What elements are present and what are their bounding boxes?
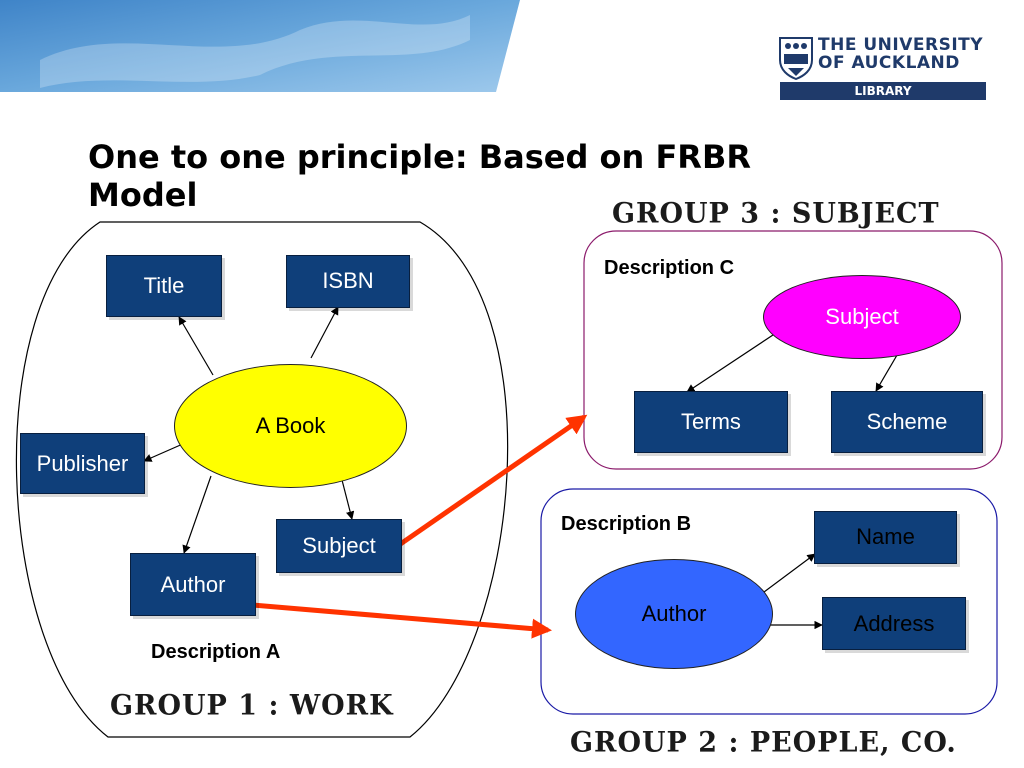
subject-node-c: Subject [763,275,961,359]
logo-line-3: LIBRARY [780,82,986,100]
description-b-label: Description B [561,513,692,535]
university-logo: THE UNIVERSITY OF AUCKLAND LIBRARY [778,36,988,102]
isbn-node: ISBN [286,255,410,308]
edge-subject-scheme [875,349,901,392]
slide-title: One to one principle: Based on FRBR Mode… [88,138,751,214]
edge-book-subject [341,479,355,520]
edge-book-author [182,475,212,554]
edge-author-name [755,553,816,599]
author-node-b: Author [575,559,773,669]
book-node: A Book [174,364,407,488]
terms-node: Terms [634,391,788,453]
group-3-container [583,230,1003,470]
crest-icon [779,37,813,80]
group-2-label: GROUP 2 : PEOPLE, CO. [570,726,957,759]
group-1-label: GROUP 1 : WORK [110,689,394,722]
sky-cloud [40,15,470,88]
publisher-node: Publisher [20,433,145,494]
link-author-to-group2 [252,602,552,639]
description-c-label: Description C [604,257,735,279]
edge-subject-terms [686,332,777,393]
link-subject-to-group3 [397,414,588,548]
logo-line-2: OF AUCKLAND [818,53,960,73]
sky-banner [0,0,520,92]
group-1-container [15,221,509,738]
subject-node-a: Subject [276,519,402,573]
group-2-container [540,488,998,715]
edge-book-isbn [310,306,339,359]
title-node: Title [106,255,222,317]
address-node: Address [822,597,966,650]
edge-book-publisher [143,442,186,462]
logo-line-1: THE UNIVERSITY [818,35,984,55]
scheme-node: Scheme [831,391,983,453]
description-a-label: Description A [151,641,281,663]
edge-book-title [178,316,214,376]
author-node-a: Author [130,553,256,616]
group-3-label: GROUP 3 : SUBJECT [612,197,940,230]
name-node: Name [814,511,957,564]
